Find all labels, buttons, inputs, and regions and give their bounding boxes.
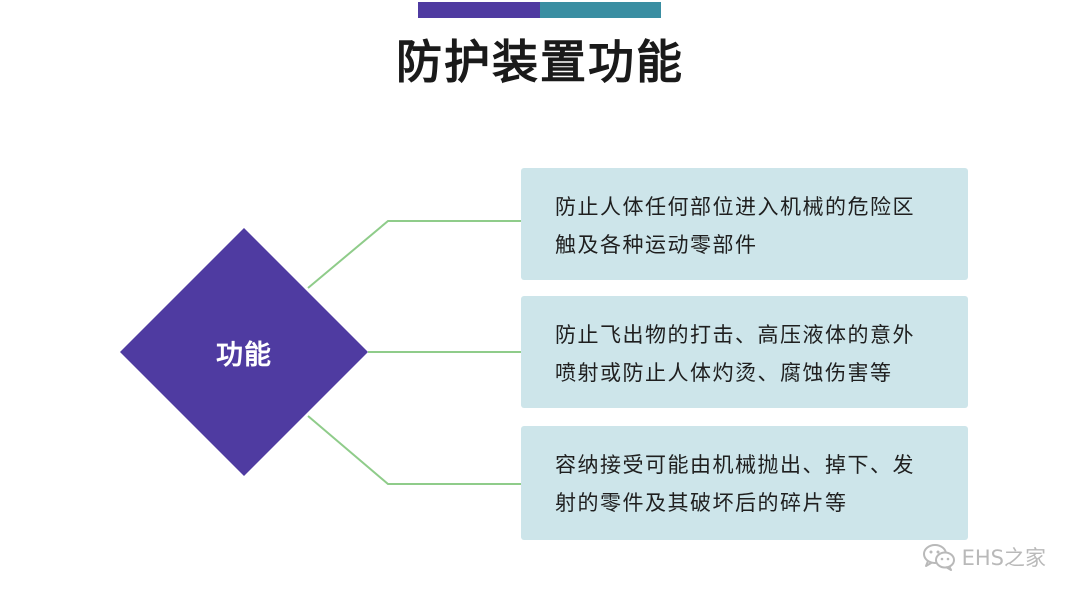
- accent-bar-purple-segment: [418, 2, 540, 18]
- diamond-shape: [120, 228, 368, 476]
- hub-label: 功能: [216, 339, 272, 371]
- function-box-2: 防止飞出物的打击、高压液体的意外 喷射或防止人体灼烫、腐蚀伤害等: [521, 296, 968, 408]
- title-accent-bar: [418, 2, 661, 18]
- function-box-2-line-2: 喷射或防止人体灼烫、腐蚀伤害等: [555, 361, 893, 385]
- accent-bar-teal-segment: [540, 2, 661, 18]
- function-box-1: 防止人体任何部位进入机械的危险区 触及各种运动零部件: [521, 168, 968, 280]
- function-box-1-line-1: 防止人体任何部位进入机械的危险区: [555, 195, 915, 219]
- wechat-icon: [922, 544, 955, 571]
- page-title: 防护装置功能: [396, 35, 684, 89]
- watermark-text: EHS之家: [961, 546, 1046, 570]
- function-box-1-line-2: 触及各种运动零部件: [555, 233, 758, 257]
- watermark: EHS之家: [922, 542, 1046, 572]
- function-box-2-line-1: 防止飞出物的打击、高压液体的意外: [555, 323, 915, 347]
- function-hub-diamond: 功能: [120, 228, 368, 476]
- function-box-3-line-2: 射的零件及其破坏后的碎片等: [555, 491, 848, 515]
- function-box-3-line-1: 容纳接受可能由机械抛出、掉下、发: [555, 453, 915, 477]
- function-box-3: 容纳接受可能由机械抛出、掉下、发 射的零件及其破坏后的碎片等: [521, 426, 968, 540]
